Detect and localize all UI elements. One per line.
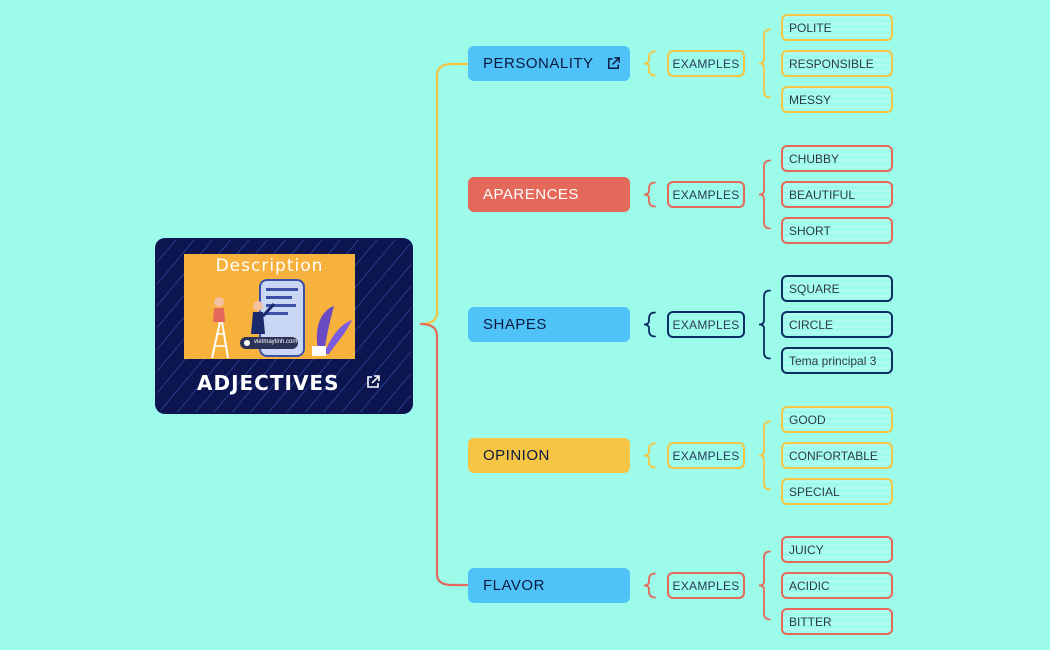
brace-connector xyxy=(643,311,656,338)
central-topic[interactable]: Description xyxy=(157,240,411,412)
brace-connector xyxy=(758,550,771,621)
external-link-icon[interactable] xyxy=(606,56,621,71)
example-leaf[interactable]: Tema principal 3 xyxy=(781,347,893,374)
example-leaf[interactable]: CHUBBY xyxy=(781,145,893,172)
brace-connector xyxy=(643,50,656,77)
example-leaf[interactable]: JUICY xyxy=(781,536,893,563)
example-leaf[interactable]: CIRCLE xyxy=(781,311,893,338)
example-leaf[interactable]: SPECIAL xyxy=(781,478,893,505)
example-leaf[interactable]: RESPONSIBLE xyxy=(781,50,893,77)
example-leaf[interactable]: GOOD xyxy=(781,406,893,433)
examples-node[interactable]: EXAMPLES xyxy=(667,442,745,469)
example-leaf[interactable]: MESSY xyxy=(781,86,893,113)
branch-personality[interactable]: PERSONALITY xyxy=(468,46,630,81)
brace-connector xyxy=(643,572,656,599)
branch-label: SHAPES xyxy=(483,316,547,333)
topic-illustration: Description xyxy=(184,254,355,359)
example-leaf[interactable]: SQUARE xyxy=(781,275,893,302)
brace-connector xyxy=(643,181,656,208)
branch-opinion[interactable]: OPINION xyxy=(468,438,630,473)
branch-label: APARENCES xyxy=(483,186,579,203)
branch-aparences[interactable]: APARENCES xyxy=(468,177,630,212)
central-title: ADJECTIVES xyxy=(197,371,340,395)
examples-node[interactable]: EXAMPLES xyxy=(667,181,745,208)
trunk-line-lower xyxy=(419,322,469,587)
brace-connector xyxy=(758,159,771,230)
example-leaf[interactable]: BITTER xyxy=(781,608,893,635)
examples-node[interactable]: EXAMPLES xyxy=(667,50,745,77)
example-leaf[interactable]: ACIDIC xyxy=(781,572,893,599)
example-leaf[interactable]: BEAUTIFUL xyxy=(781,181,893,208)
example-leaf[interactable]: CONFORTABLE xyxy=(781,442,893,469)
branch-label: OPINION xyxy=(483,447,550,464)
example-leaf[interactable]: SHORT xyxy=(781,217,893,244)
trunk-line-upper xyxy=(419,62,469,326)
brace-connector xyxy=(643,442,656,469)
branch-flavor[interactable]: FLAVOR xyxy=(468,568,630,603)
example-leaf[interactable]: POLITE xyxy=(781,14,893,41)
examples-node[interactable]: EXAMPLES xyxy=(667,572,745,599)
illustration-graphic xyxy=(211,279,352,359)
image-caption: Description xyxy=(215,256,324,276)
watermark-text: vietmaytinh.com xyxy=(254,339,298,345)
branch-label: FLAVOR xyxy=(483,577,545,594)
brace-connector xyxy=(758,420,771,491)
branch-shapes[interactable]: SHAPES xyxy=(468,307,630,342)
branch-label: PERSONALITY xyxy=(483,55,594,72)
brace-connector xyxy=(758,289,771,360)
brace-connector xyxy=(758,28,771,99)
external-link-icon[interactable] xyxy=(365,374,381,390)
examples-node[interactable]: EXAMPLES xyxy=(667,311,745,338)
